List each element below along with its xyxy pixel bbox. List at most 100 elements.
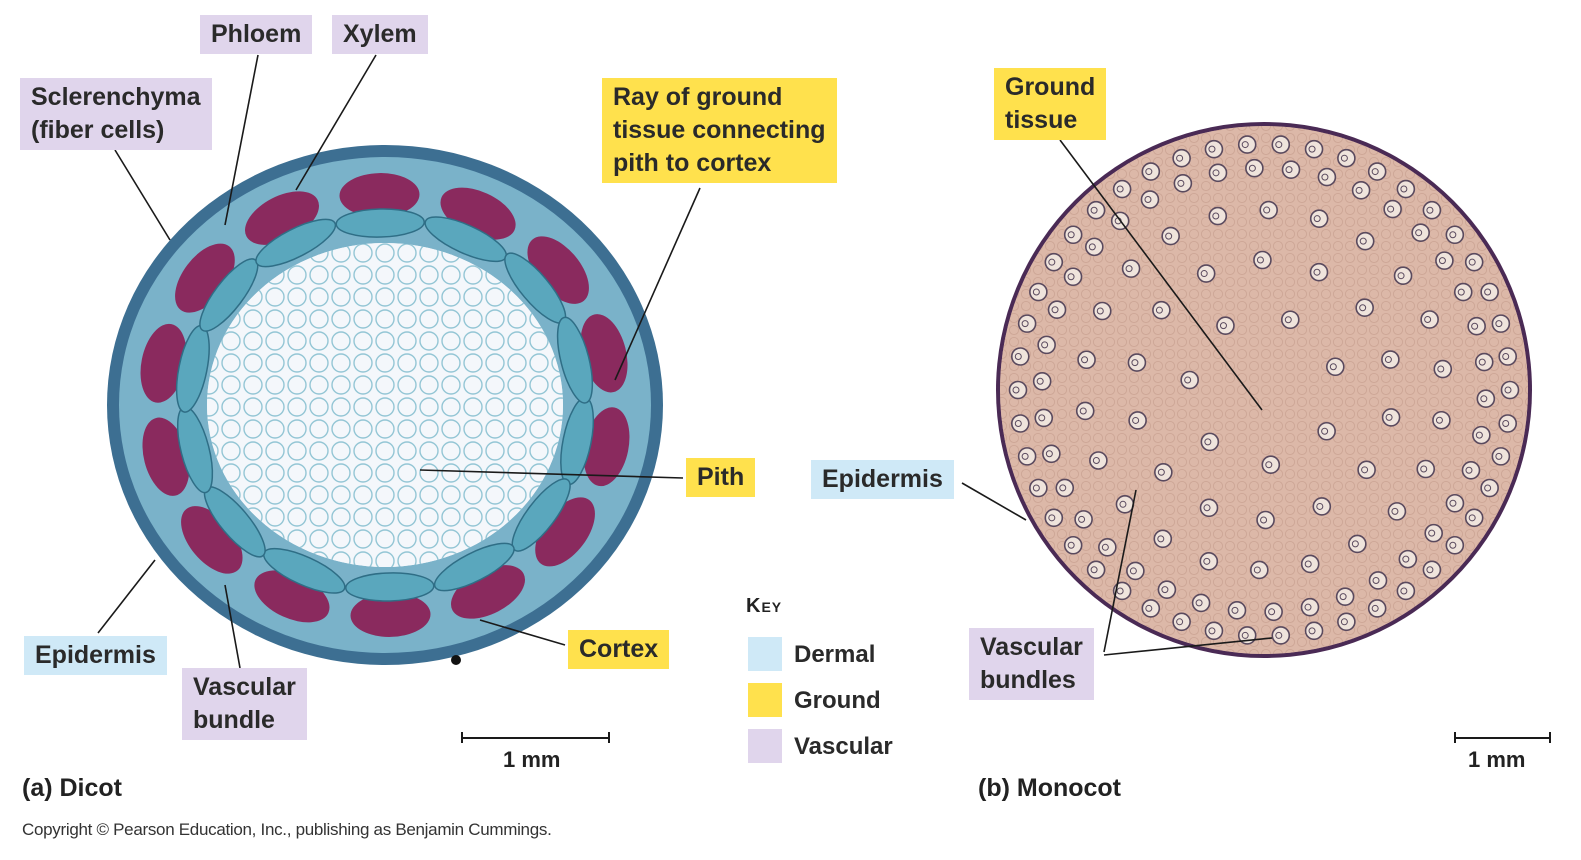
monocot-bundle [1254, 252, 1271, 269]
monocot-bundle [1012, 415, 1029, 432]
monocot-bundle [1466, 254, 1483, 271]
monocot-stem [996, 122, 1532, 658]
monocot-bundle [1434, 361, 1451, 378]
monocot-bundle [1272, 627, 1289, 644]
monocot-bundle [1257, 511, 1274, 528]
monocot-bundle [1318, 423, 1335, 440]
monocot-bundle [1200, 553, 1217, 570]
monocot-bundle [1384, 201, 1401, 218]
monocot-bundle [1356, 299, 1373, 316]
monocot-bundle [1158, 581, 1175, 598]
monocot-bundle [1127, 562, 1144, 579]
monocot-bundle [1209, 208, 1226, 225]
caption-dicot: (a) Dicot [22, 774, 122, 803]
dicot-pith-cells [207, 243, 563, 567]
monocot-bundle [1492, 448, 1509, 465]
copyright-notice: Copyright © Pearson Education, Inc., pub… [22, 820, 552, 840]
monocot-bundle [1272, 136, 1289, 153]
monocot-bundle [1358, 461, 1375, 478]
monocot-bundle [1078, 351, 1095, 368]
key-label-ground: Ground [794, 687, 881, 715]
monocot-bundle [1129, 412, 1146, 429]
monocot-bundle [1370, 572, 1387, 589]
monocot-bundle [1436, 252, 1453, 269]
key-title: Key [746, 595, 782, 618]
monocot-bundle [1045, 254, 1062, 271]
monocot-bundle [1173, 613, 1190, 630]
monocot-bundle [1395, 267, 1412, 284]
monocot-bundle [1492, 315, 1509, 332]
monocot-scale-bar [1455, 732, 1550, 743]
monocot-bundle [1193, 594, 1210, 611]
monocot-bundle [1088, 202, 1105, 219]
monocot-bundle [1181, 372, 1198, 389]
key-label-vascular: Vascular [794, 733, 893, 761]
monocot-bundle [1397, 181, 1414, 198]
monocot-bundle [1382, 351, 1399, 368]
monocot-bundle [1155, 464, 1172, 481]
monocot-bundle [1423, 561, 1440, 578]
key-swatch-vascular [748, 729, 782, 763]
label-cortex: Cortex [568, 630, 669, 669]
monocot-bundle [1142, 163, 1159, 180]
monocot-bundle [1338, 150, 1355, 167]
monocot-bundle [1383, 409, 1400, 426]
monocot-bundle [1049, 301, 1066, 318]
monocot-bundle [1310, 264, 1327, 281]
monocot-bundle [1477, 390, 1494, 407]
key-swatch-ground [748, 683, 782, 717]
monocot-bundle [1262, 456, 1279, 473]
dicot-stem [107, 145, 663, 665]
monocot-bundle [1476, 354, 1493, 371]
monocot-bundle [1357, 233, 1374, 250]
monocot-bundle [1306, 141, 1323, 158]
monocot-bundle [1446, 495, 1463, 512]
monocot-bundle [1499, 415, 1516, 432]
monocot-bundle [1423, 202, 1440, 219]
monocot-bundle [1466, 509, 1483, 526]
monocot-bundle [1301, 599, 1318, 616]
dicot-scale-bar [462, 732, 609, 743]
label-vascular-bundles: Vascularbundles [969, 628, 1094, 700]
monocot-bundle [1499, 348, 1516, 365]
dicot-debris-dot [451, 655, 461, 665]
monocot-bundle [1030, 480, 1047, 497]
monocot-bundle [1388, 503, 1405, 520]
monocot-bundle [1302, 555, 1319, 572]
monocot-bundle [1162, 228, 1179, 245]
monocot-bundle [1173, 150, 1190, 167]
monocot-bundle [1205, 622, 1222, 639]
monocot-bundle [1201, 433, 1218, 450]
monocot-bundle [1421, 311, 1438, 328]
monocot-bundle [1065, 537, 1082, 554]
monocot-bundle [1260, 202, 1277, 219]
monocot-bundle [1481, 283, 1498, 300]
label-epidermis-dicot: Epidermis [24, 636, 167, 675]
label-sclerenchyma: Sclerenchyma(fiber cells) [20, 78, 212, 150]
scale-bars [462, 732, 1550, 743]
monocot-bundle [1246, 160, 1263, 177]
monocot-bundle [1128, 354, 1145, 371]
monocot-bundle [1462, 462, 1479, 479]
monocot-bundle [1065, 226, 1082, 243]
monocot-bundle [1412, 224, 1429, 241]
monocot-bundle [1313, 498, 1330, 515]
monocot-bundle [1283, 161, 1300, 178]
monocot-bundle [1446, 226, 1463, 243]
monocot-bundle [1142, 600, 1159, 617]
label-xylem: Xylem [332, 15, 428, 54]
monocot-bundle [1251, 561, 1268, 578]
monocot-bundle [1201, 499, 1218, 516]
dicot-scale-label: 1 mm [503, 747, 560, 773]
monocot-bundle [1349, 535, 1366, 552]
monocot-bundle [1265, 603, 1282, 620]
monocot-bundle [1045, 509, 1062, 526]
monocot-bundle [1217, 317, 1234, 334]
monocot-bundle [1337, 588, 1354, 605]
leader-epidermis-dicot [98, 560, 155, 633]
monocot-bundle [1311, 210, 1328, 227]
monocot-bundle [1327, 358, 1344, 375]
monocot-bundle [1306, 622, 1323, 639]
caption-monocot: (b) Monocot [978, 774, 1121, 803]
